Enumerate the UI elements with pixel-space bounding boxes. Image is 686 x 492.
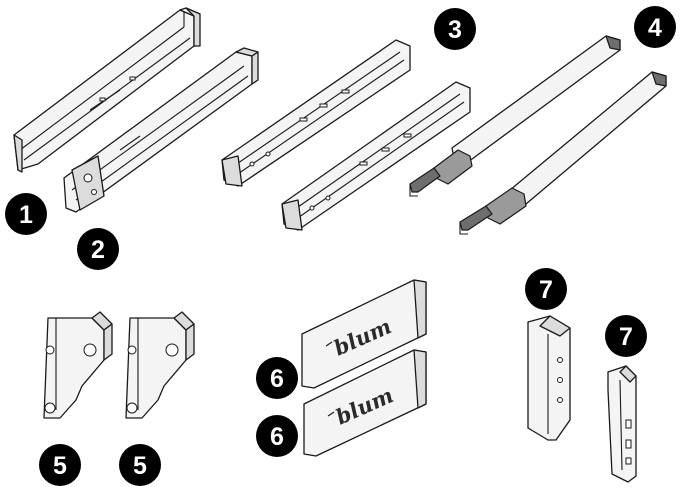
svg-text:3: 3 [448, 16, 462, 44]
badge-7-left: 7 [525, 268, 567, 310]
drawer-side-right [63, 47, 259, 213]
badge-5-left: 5 [39, 444, 81, 486]
svg-text:6: 6 [270, 365, 284, 393]
badge-3: 3 [434, 8, 476, 50]
badge-4: 4 [634, 6, 676, 48]
svg-text:7: 7 [539, 276, 553, 304]
svg-text:1: 1 [19, 201, 33, 229]
svg-text:4: 4 [648, 14, 662, 42]
svg-text:5: 5 [133, 452, 147, 480]
sync-bar-lower [459, 71, 667, 235]
badge-1: 1 [5, 193, 47, 235]
cover-cap-upper: blum [301, 279, 427, 389]
badge-6-upper: 6 [256, 357, 298, 399]
front-bracket-right [125, 311, 195, 419]
svg-text:2: 2 [91, 236, 105, 264]
badge-6-lower: 6 [256, 415, 298, 457]
badge-7-right: 7 [605, 315, 647, 357]
runner-upper [221, 39, 411, 187]
cover-cap-lower: blum [303, 349, 427, 457]
svg-text:6: 6 [270, 423, 284, 451]
drawer-side-left [13, 7, 201, 173]
svg-text:7: 7 [619, 323, 633, 351]
rear-bracket-right [607, 365, 637, 483]
sync-bar-upper [409, 35, 621, 197]
badge-2: 2 [77, 228, 119, 270]
rear-bracket-left [527, 315, 571, 441]
badge-5-right: 5 [119, 444, 161, 486]
runner-lower [281, 81, 471, 231]
svg-text:5: 5 [53, 452, 67, 480]
front-bracket-left [43, 311, 113, 419]
